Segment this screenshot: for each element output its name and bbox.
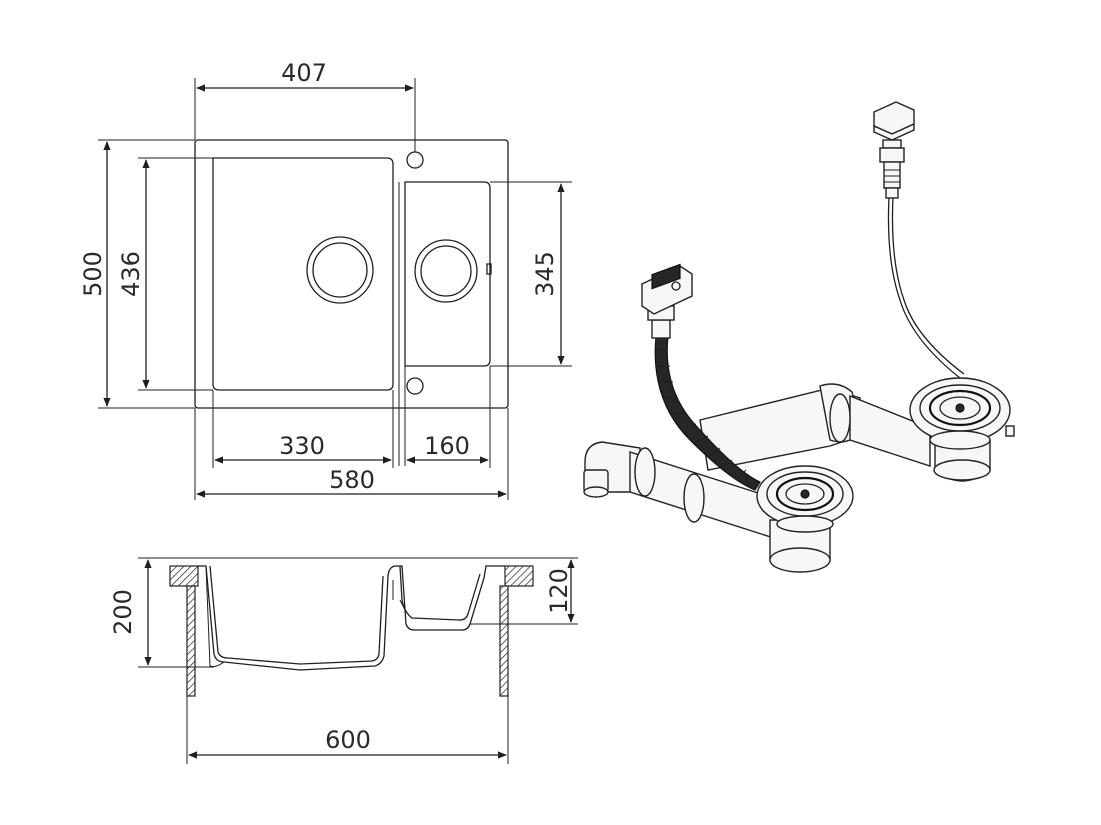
tap-hole bbox=[406, 151, 424, 169]
dim-436: 436 bbox=[117, 251, 145, 297]
dim-330: 330 bbox=[279, 432, 325, 460]
sink-outline bbox=[194, 139, 509, 409]
section-view: 200 120 600 bbox=[109, 557, 578, 764]
waste-kit-illustration bbox=[583, 101, 1015, 573]
dim-120: 120 bbox=[545, 568, 573, 614]
dim-160: 160 bbox=[424, 432, 470, 460]
small-bowl bbox=[404, 181, 491, 367]
small-bowl-drain bbox=[414, 239, 478, 303]
dim-345: 345 bbox=[531, 251, 559, 297]
dim-500: 500 bbox=[79, 251, 107, 297]
top-view: 407 500 436 345 330 160 580 bbox=[79, 59, 572, 500]
dim-407: 407 bbox=[281, 59, 327, 87]
overflow-hole bbox=[406, 377, 424, 395]
large-bowl bbox=[212, 157, 394, 391]
dim-600: 600 bbox=[325, 726, 371, 754]
dim-200: 200 bbox=[109, 589, 137, 635]
large-bowl-drain bbox=[306, 236, 374, 304]
dim-580: 580 bbox=[329, 466, 375, 494]
